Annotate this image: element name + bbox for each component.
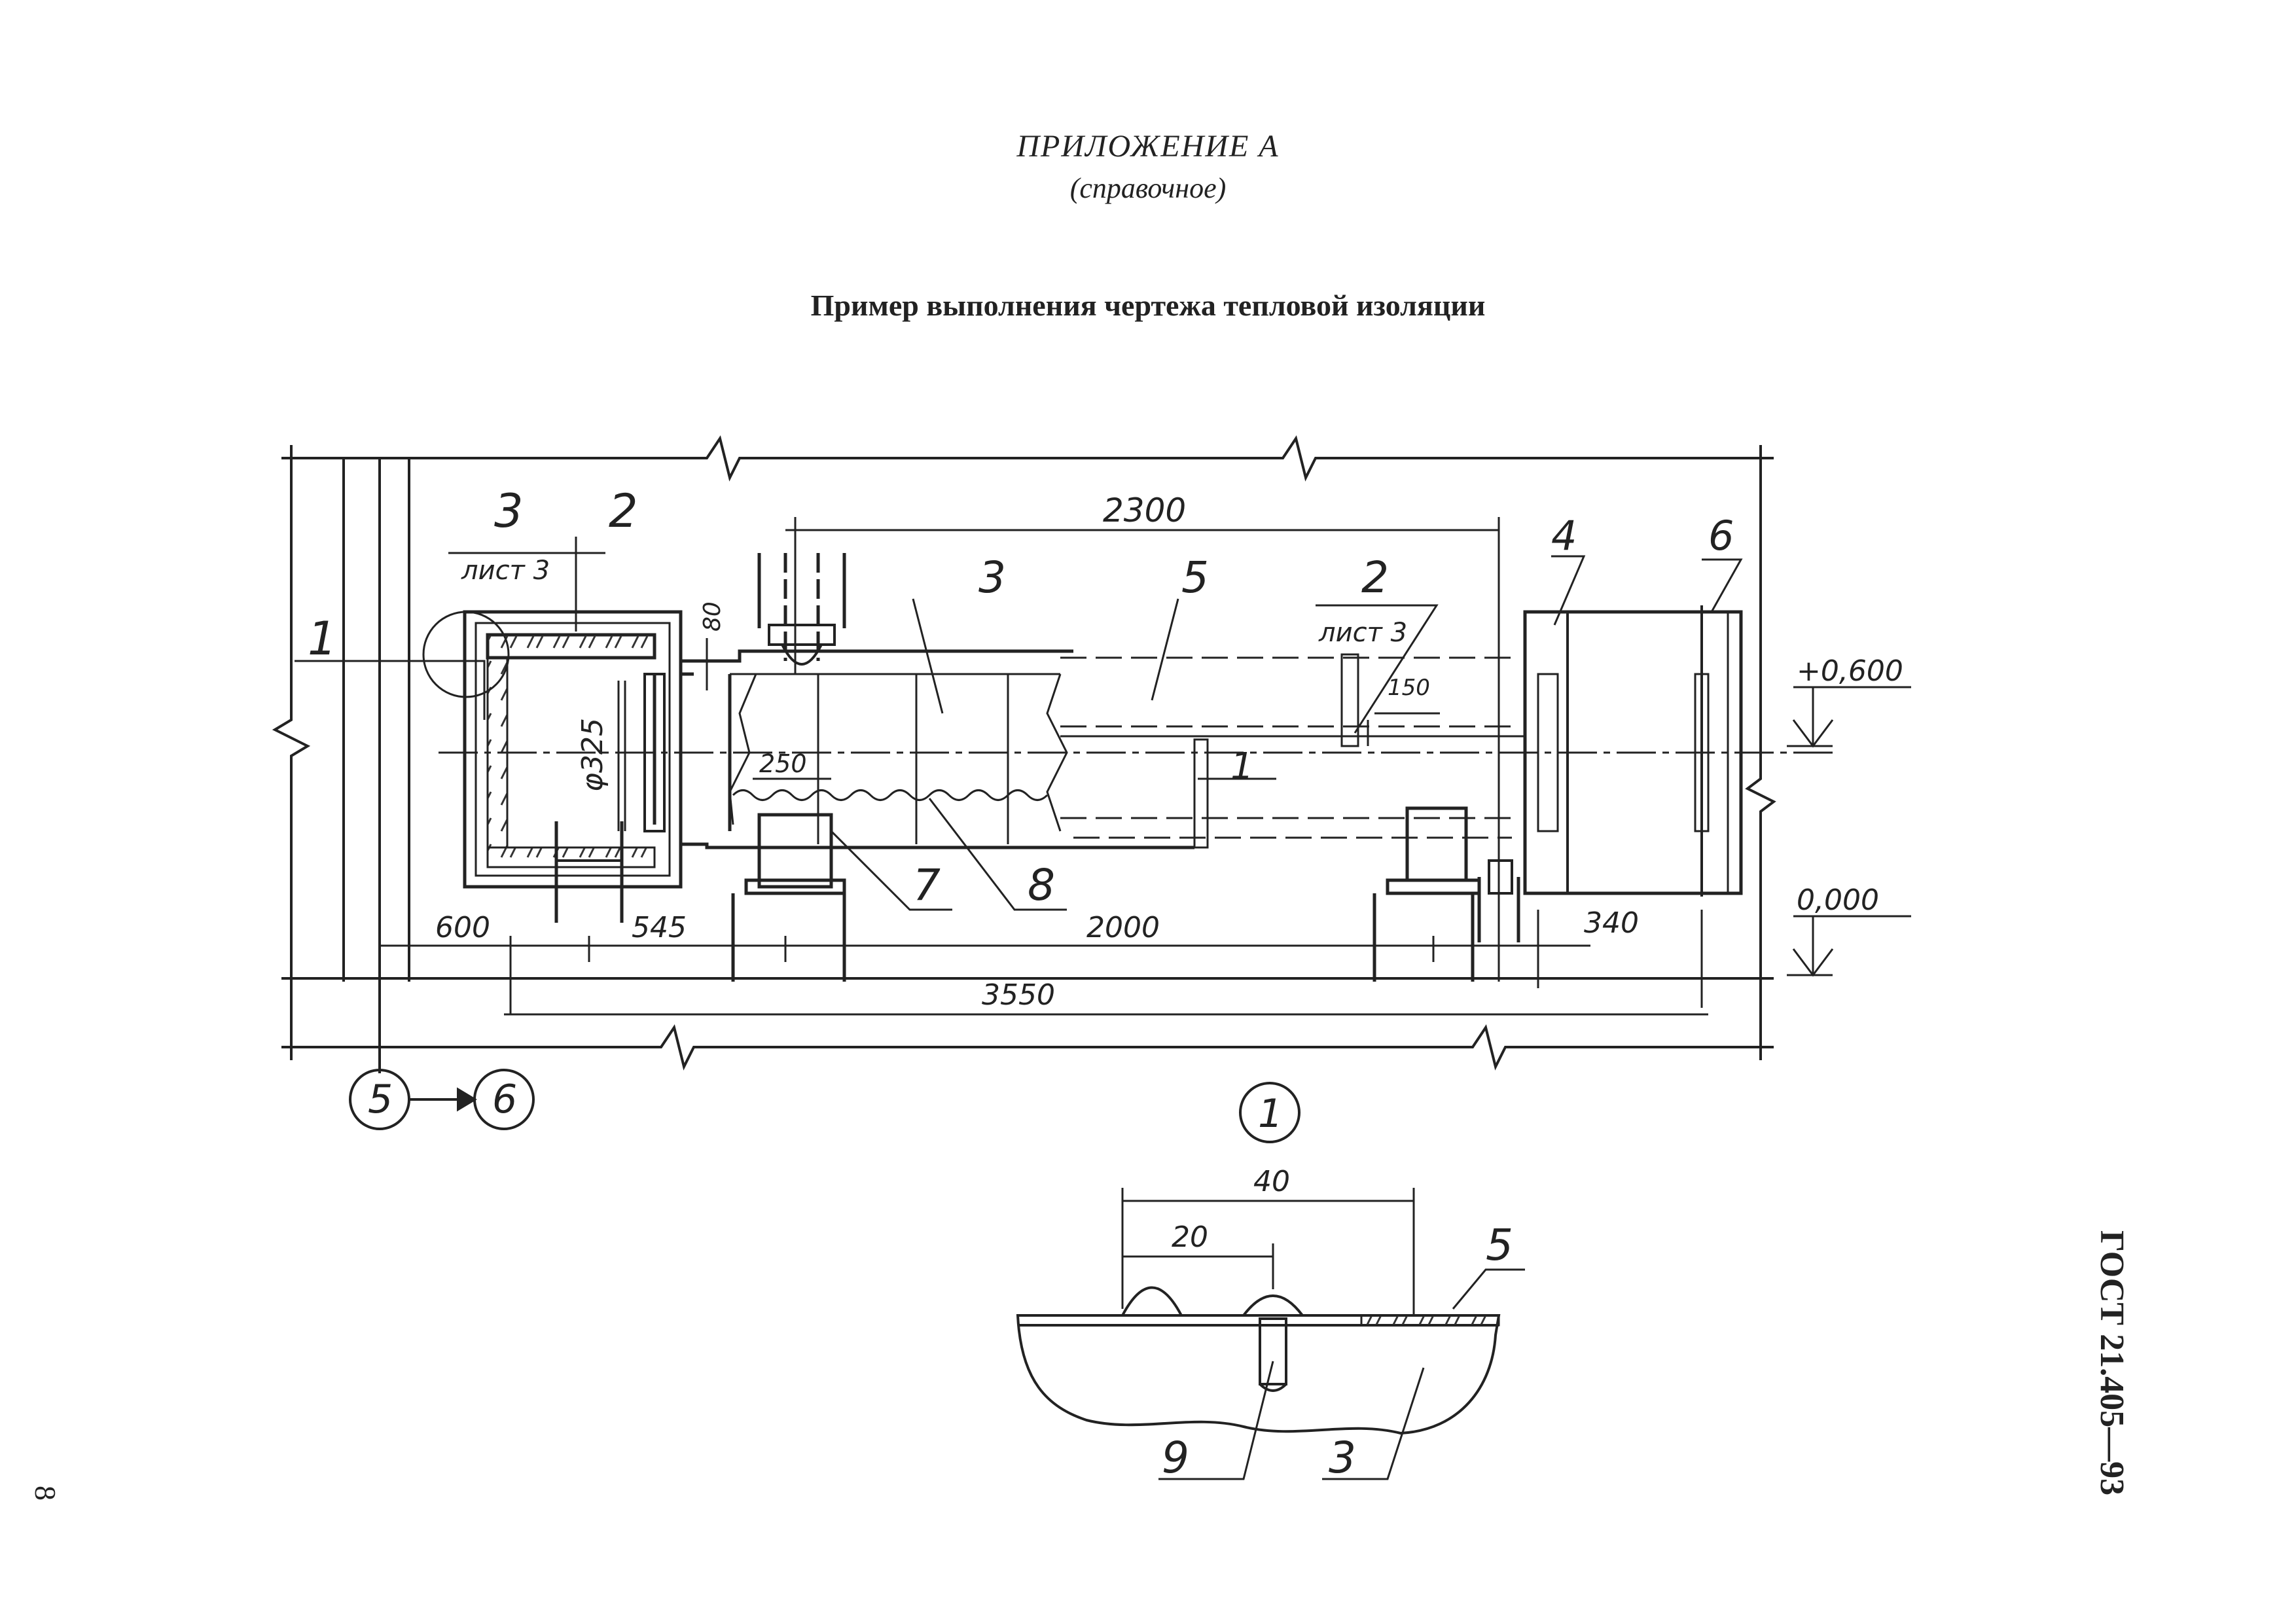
branches-and-supports — [554, 553, 1520, 982]
axis-marker-5: 5 — [368, 1077, 393, 1122]
dim-340: 340 — [1584, 906, 1639, 940]
sheet-ref-right: лист 3 — [1318, 618, 1407, 648]
callout-7: 7 — [913, 860, 941, 910]
detail-callout-5: 5 — [1486, 1220, 1513, 1270]
detail-callout-9: 9 — [1162, 1433, 1189, 1483]
axis-markers — [349, 1069, 535, 1130]
callout-2-left: 2 — [609, 484, 638, 538]
callout-3-left: 3 — [494, 484, 524, 538]
detail-1-marker: 1 — [1258, 1091, 1283, 1137]
dimension-lines — [380, 517, 1911, 1016]
dim-80: 80 — [699, 601, 726, 632]
callout-6: 6 — [1708, 512, 1734, 560]
elevation-top: +0,600 — [1797, 654, 1903, 688]
dim-2300: 2300 — [1103, 491, 1186, 529]
right-equipment — [1523, 605, 1743, 897]
detail-dim-40: 40 — [1253, 1165, 1290, 1198]
detail-1-view — [1016, 1082, 1525, 1480]
detail-dim-20: 20 — [1172, 1221, 1208, 1254]
appendix-note: (справочное) — [1069, 172, 1227, 204]
callout-1-center: 1 — [1230, 745, 1254, 788]
drawing-title: Пример выполнения чертежа тепловой изоля… — [810, 289, 1486, 322]
dim-545: 545 — [632, 911, 687, 944]
callout-8: 8 — [1028, 860, 1055, 910]
callout-4: 4 — [1551, 512, 1577, 560]
frame-lines — [272, 435, 1776, 1073]
page-number: 8 — [29, 1486, 62, 1501]
dim-150: 150 — [1388, 675, 1430, 701]
dim-2000: 2000 — [1086, 911, 1160, 944]
callout-1-left: 1 — [308, 612, 337, 666]
elevation-zero: 0,000 — [1797, 883, 1879, 917]
left-insulated-box — [422, 610, 694, 889]
dim-600: 600 — [435, 911, 490, 944]
callout-3-center: 3 — [978, 552, 1006, 603]
standard-designation: ГОСТ 21.405—93 — [2093, 1230, 2130, 1496]
axis-marker-6: 6 — [492, 1077, 517, 1122]
appendix-heading: ПРИЛОЖЕНИЕ А — [1016, 129, 1280, 164]
dim-3550: 3550 — [982, 978, 1055, 1012]
leader-lines — [295, 537, 1743, 911]
callout-5: 5 — [1181, 552, 1209, 603]
callout-2-right: 2 — [1361, 552, 1389, 603]
detail-callout-3: 3 — [1329, 1433, 1356, 1483]
main-pipe — [439, 649, 1833, 849]
dim-325: φ325 — [576, 718, 609, 792]
dim-250: 250 — [759, 749, 807, 778]
sheet-ref-left: лист 3 — [461, 556, 550, 586]
